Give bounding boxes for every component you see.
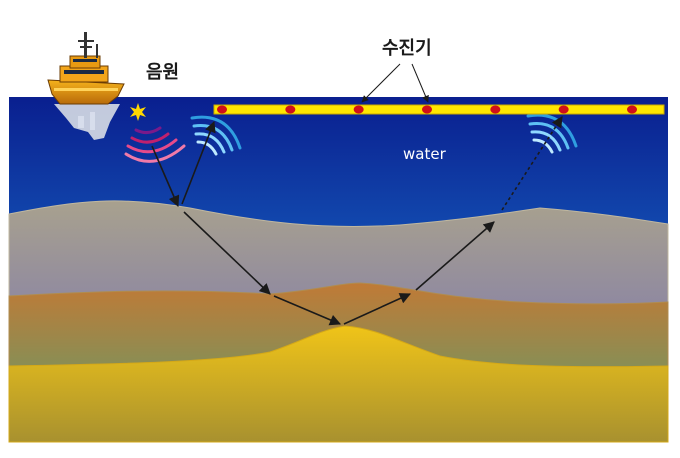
source-label: 음원: [146, 62, 180, 83]
streamer-cable: [213, 104, 665, 115]
ray-incident-3: [273, 295, 342, 326]
ray-reflect-1: [181, 120, 216, 205]
sediment-layer-3: [8, 325, 669, 443]
receiver-dot: [353, 105, 364, 114]
receiver-dot: [627, 105, 637, 114]
ray-reflect-3: [415, 221, 495, 291]
ray-reflect-4: [501, 116, 563, 211]
sound-wave-icon: [124, 126, 186, 163]
receiver-dot: [285, 105, 296, 114]
receiver-pointers: [361, 63, 429, 103]
ship-reflection: [54, 104, 120, 140]
receiver-group: [217, 105, 637, 114]
receiver-dot: [217, 105, 227, 114]
receiver-dot: [490, 105, 501, 114]
ray-reflect-2: [343, 293, 412, 325]
ship-icon: [47, 32, 125, 105]
signal-wave-icon: [190, 115, 242, 156]
ray-incident-2: [183, 211, 271, 295]
water-label: water: [403, 145, 446, 163]
ray-incident-1: [151, 145, 180, 208]
ray-paths: [151, 116, 563, 326]
receivers-label: 수진기: [382, 38, 432, 59]
receiver-dot: [558, 105, 569, 114]
receiver-dot: [422, 105, 432, 114]
starburst-icon: [130, 103, 146, 121]
